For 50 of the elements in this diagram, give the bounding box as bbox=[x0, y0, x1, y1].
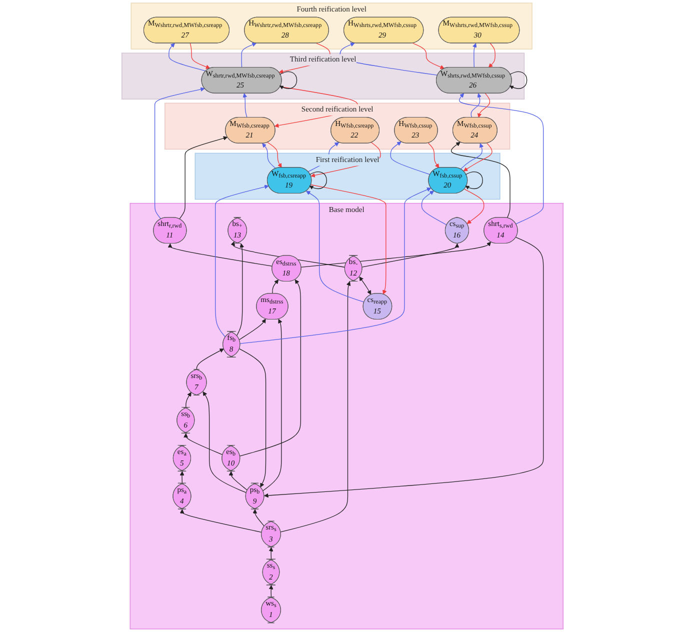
arrow bbox=[463, 142, 492, 172]
arrow bbox=[196, 348, 224, 370]
arrow bbox=[215, 184, 269, 338]
arrow bbox=[168, 43, 206, 72]
arrow bbox=[240, 188, 432, 344]
arrow bbox=[310, 184, 387, 294]
arrow bbox=[264, 236, 544, 498]
arrow bbox=[464, 188, 484, 224]
arrow bbox=[421, 190, 448, 226]
arrow bbox=[412, 42, 445, 70]
arrow bbox=[268, 585, 274, 598]
arrow bbox=[458, 93, 544, 224]
arrow bbox=[428, 142, 440, 168]
arrow bbox=[362, 243, 460, 268]
arrow bbox=[238, 318, 266, 340]
arrow bbox=[268, 547, 274, 560]
loop-arrow bbox=[279, 71, 298, 90]
arrow bbox=[300, 242, 492, 268]
arrow bbox=[272, 279, 279, 294]
arrow bbox=[262, 318, 282, 492]
arrow bbox=[252, 509, 265, 527]
arrow bbox=[190, 42, 210, 69]
arrow bbox=[460, 143, 484, 170]
arrow bbox=[359, 276, 372, 295]
arrow bbox=[242, 93, 248, 118]
loop-arrow bbox=[309, 172, 327, 190]
arrow bbox=[180, 509, 262, 533]
arrow bbox=[180, 471, 184, 484]
arrow bbox=[390, 142, 430, 175]
arrow bbox=[240, 279, 302, 456]
arrow bbox=[228, 471, 248, 491]
arrow bbox=[154, 87, 205, 220]
loop-arrow bbox=[465, 172, 483, 190]
arrow bbox=[450, 142, 510, 218]
arrow bbox=[262, 143, 276, 169]
arrow bbox=[236, 243, 244, 336]
arrow bbox=[241, 42, 256, 68]
arrow bbox=[186, 392, 192, 408]
arrow bbox=[168, 243, 273, 267]
arrow bbox=[202, 391, 247, 494]
arrow bbox=[239, 348, 266, 488]
arrow bbox=[470, 93, 482, 118]
arrow bbox=[488, 42, 496, 68]
arrow bbox=[477, 93, 490, 118]
arrow bbox=[179, 136, 228, 220]
arrow bbox=[267, 142, 282, 168]
arrow bbox=[472, 43, 477, 68]
loop-arrow bbox=[509, 71, 528, 90]
arrow bbox=[184, 433, 223, 456]
arrow bbox=[280, 281, 351, 532]
